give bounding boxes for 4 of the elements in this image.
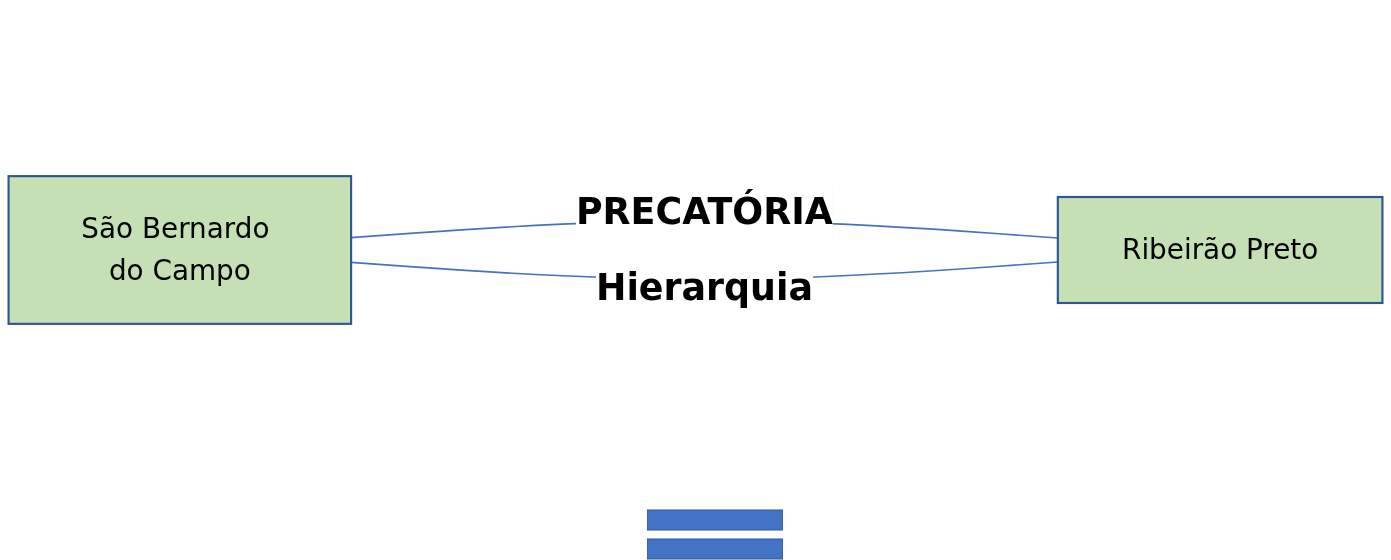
node-box: São Bernardo do Campo bbox=[7, 175, 353, 325]
edge-label: Hierarquia bbox=[595, 266, 814, 309]
edge-label: PRECATÓRIA bbox=[575, 190, 834, 233]
node-box: Ribeirão Preto bbox=[1056, 195, 1384, 305]
